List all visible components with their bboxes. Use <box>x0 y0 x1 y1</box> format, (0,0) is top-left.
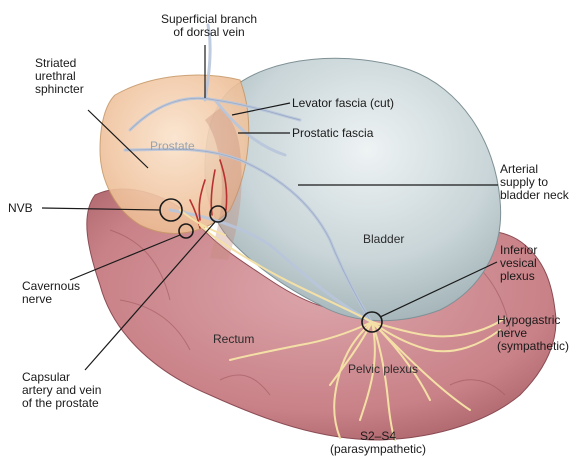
capsular-line3: of the prostate <box>22 397 101 410</box>
levator-fascia-label: Levator fascia (cut) <box>292 97 394 110</box>
cavernous-line2: nerve <box>22 293 80 306</box>
hypogastric-nerve-label: Hypogastric nerve (sympathetic) <box>497 314 569 353</box>
inferior-vesical-label: Inferior vesical plexus <box>500 244 537 283</box>
capsular-label: Capsular artery and vein of the prostate <box>22 371 101 410</box>
bladder-label: Bladder <box>363 233 404 246</box>
striated-sphincter-label: Striated urethral sphincter <box>35 57 84 96</box>
hypogastric-line3: (sympathetic) <box>497 340 569 353</box>
rectum-label: Rectum <box>213 333 254 346</box>
superficial-branch-label: Superficial branch of dorsal vein <box>150 13 268 39</box>
nvb-label: NVB <box>8 202 33 215</box>
parasympathetic-line: (parasympathetic) <box>318 443 438 456</box>
striated-line3: sphincter <box>35 83 84 96</box>
arterial-supply-label: Arterial supply to bladder neck <box>500 163 569 202</box>
prostatic-fascia-label: Prostatic fascia <box>292 127 373 140</box>
inferior-line3: plexus <box>500 270 537 283</box>
arterial-line3: bladder neck <box>500 189 569 202</box>
cavernous-nerve-label: Cavernous nerve <box>22 280 80 306</box>
superficial-branch-line2: of dorsal vein <box>150 26 268 39</box>
s2s4-label: S2–S4 (parasympathetic) <box>318 430 438 456</box>
pelvic-plexus-label: Pelvic plexus <box>348 363 418 376</box>
prostate-label: Prostate <box>150 140 195 153</box>
